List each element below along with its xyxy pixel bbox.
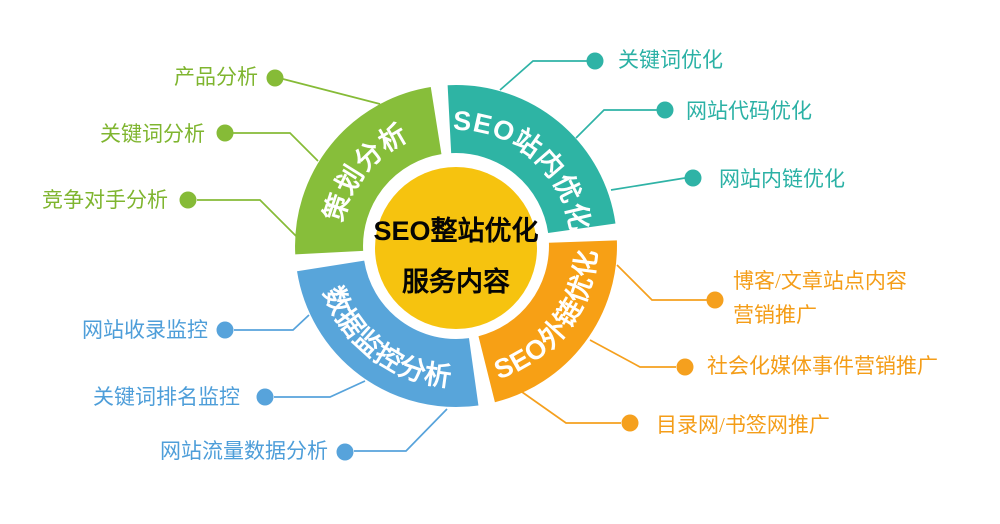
center-badge — [375, 167, 537, 329]
connector-line — [575, 109, 657, 139]
label-keyword-analysis: 关键词分析 — [100, 122, 205, 146]
label-product-analysis: 产品分析 — [174, 65, 258, 89]
connector-line — [234, 314, 310, 331]
label-keyword-optimization: 关键词优化 — [618, 48, 723, 72]
label-site-index-monitoring: 网站收录监控 — [82, 318, 208, 342]
connector-dot — [621, 414, 639, 432]
connector-line — [616, 264, 707, 301]
connector-line — [274, 380, 366, 398]
label-blog-content-marketing: 博客/文章站点内容营销推广 — [733, 269, 907, 327]
connector-line — [610, 177, 686, 191]
connector-line — [354, 408, 448, 452]
label-site-code-optimization: 网站代码优化 — [686, 99, 812, 123]
connector-line — [589, 339, 676, 368]
connector-line — [282, 78, 381, 105]
connector-dot — [684, 169, 702, 187]
label-internal-link-optimization: 网站内链优化 — [719, 167, 845, 191]
connector-dot — [656, 101, 674, 119]
segment-data-monitoring — [297, 259, 479, 408]
connector-line — [499, 60, 595, 91]
label-directory-bookmark-promotion: 目录网/书签网推广 — [656, 413, 830, 437]
connector-line — [197, 199, 297, 237]
connector-dot — [336, 443, 354, 461]
label-keyword-rank-monitoring: 关键词排名监控 — [93, 385, 240, 409]
label-competitor-analysis: 竞争对手分析 — [42, 188, 168, 212]
connector-line — [521, 391, 621, 424]
center-title-line2: 服务内容 — [402, 266, 510, 297]
segment-onsite-optimization — [447, 85, 616, 235]
label-site-traffic-analysis: 网站流量数据分析 — [160, 439, 328, 463]
segment-offsite-optimization — [477, 240, 617, 403]
connector-dot — [216, 124, 234, 142]
center-title-line1: SEO整站优化 — [373, 216, 538, 246]
connector-dot — [706, 291, 724, 309]
label-social-media-marketing: 社会化媒体事件营销推广 — [707, 354, 938, 378]
connector-dot — [256, 388, 274, 406]
connector-dot — [586, 52, 604, 70]
connector-dot — [266, 69, 284, 87]
connector-dot — [676, 358, 694, 376]
connector-line — [233, 132, 319, 162]
connector-dot — [216, 321, 234, 339]
segment-planning-analysis — [295, 87, 443, 255]
connector-dot — [179, 191, 197, 209]
